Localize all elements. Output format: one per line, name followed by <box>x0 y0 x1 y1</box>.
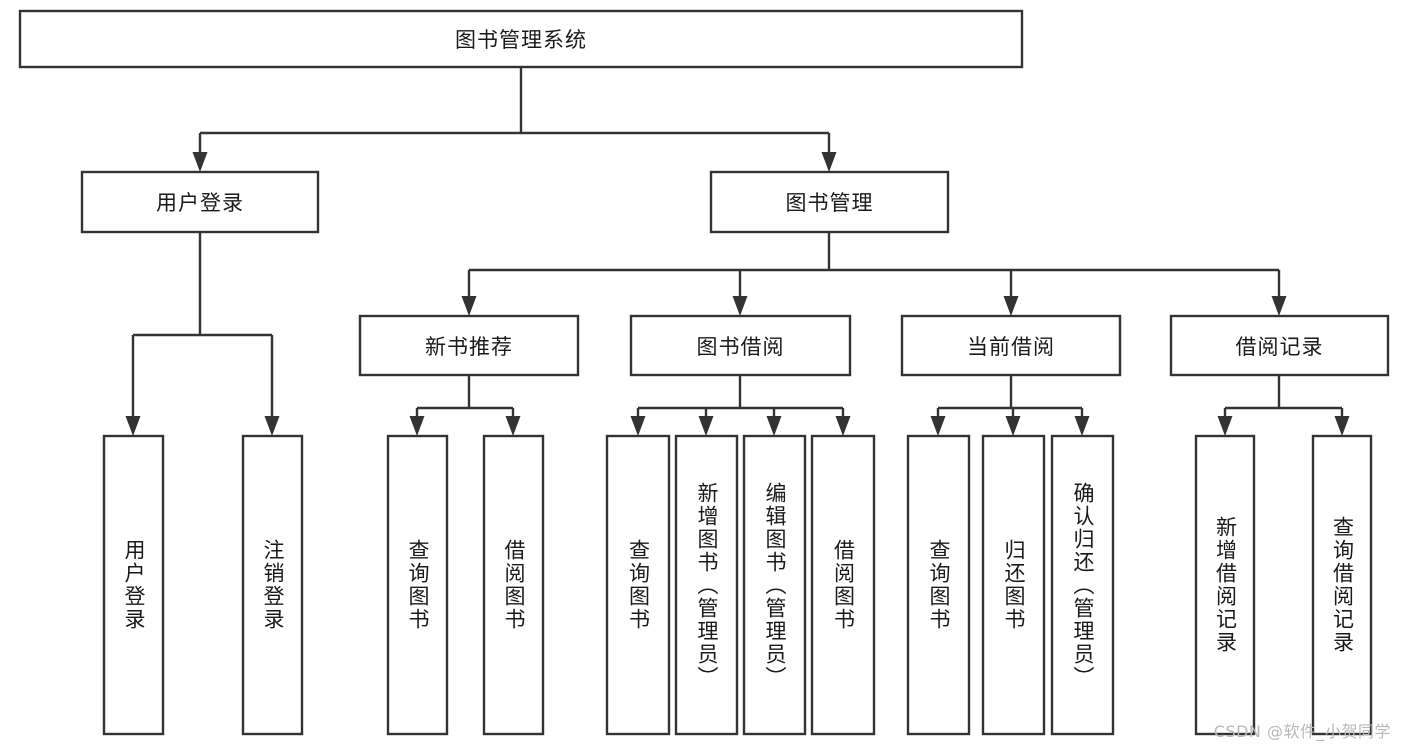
edge-borrow-group-arrow-3 <box>835 416 851 436</box>
edge-userlogin-group-arrow-1 <box>264 416 280 436</box>
node-box-leaf-edit-book[interactable] <box>742 434 807 736</box>
edge-current-group-arrow-2 <box>1074 416 1090 436</box>
edge-borrow-group-arrow-2 <box>766 416 782 436</box>
node-box-leaf-query-record[interactable] <box>1311 434 1373 736</box>
node-box-leaf-query-book-3[interactable] <box>906 434 971 736</box>
edge-current-group-arrow-0 <box>930 416 946 436</box>
edge-record-group-arrow-0 <box>1217 416 1233 436</box>
node-box-leaf-logout[interactable] <box>241 434 304 736</box>
node-box-current-borrow[interactable] <box>900 314 1122 377</box>
edge-borrow-group <box>630 375 851 436</box>
node-box-user-login[interactable] <box>80 170 320 234</box>
node-box-borrow-record[interactable] <box>1169 314 1390 377</box>
edge-root-group-arrow-0 <box>192 152 208 172</box>
edge-bookmanage-group-arrow-2 <box>1003 296 1019 316</box>
node-box-leaf-query-book-1[interactable] <box>386 434 449 736</box>
edge-borrow-group-arrow-0 <box>630 416 646 436</box>
edge-record-group <box>1217 375 1350 436</box>
watermark-text: CSDN @软件_小贺同学 <box>1213 722 1391 741</box>
edge-recommend-group <box>409 375 521 436</box>
node-box-leaf-add-book[interactable] <box>674 434 739 736</box>
node-box-leaf-query-book-2[interactable] <box>605 434 671 736</box>
node-box-book-manage[interactable] <box>709 170 950 234</box>
node-box-book-borrow[interactable] <box>629 314 852 377</box>
node-box-leaf-borrow-book-2[interactable] <box>810 434 876 736</box>
edge-recommend-group-arrow-0 <box>409 416 425 436</box>
edge-current-group-arrow-1 <box>1005 416 1021 436</box>
edge-bookmanage-group-arrow-0 <box>461 296 477 316</box>
edge-borrow-group-arrow-1 <box>698 416 714 436</box>
node-box-new-book-recommend[interactable] <box>358 314 580 377</box>
edge-root-group <box>192 67 837 172</box>
node-box-leaf-confirm-return[interactable] <box>1050 434 1115 736</box>
edge-bookmanage-group-arrow-1 <box>732 296 748 316</box>
edge-bookmanage-group-arrow-3 <box>1271 296 1287 316</box>
edge-bookmanage-group <box>461 232 1287 316</box>
edge-root-group-arrow-1 <box>821 152 837 172</box>
edge-record-group-arrow-1 <box>1334 416 1350 436</box>
edge-recommend-group-arrow-1 <box>505 416 521 436</box>
connector-layer <box>125 67 1350 436</box>
node-box-leaf-return-book[interactable] <box>981 434 1046 736</box>
edge-userlogin-group <box>125 232 280 436</box>
node-box-root[interactable] <box>18 9 1024 69</box>
edge-userlogin-group-arrow-0 <box>125 416 141 436</box>
node-box-leaf-add-record[interactable] <box>1194 434 1256 736</box>
node-box-leaf-user-login[interactable] <box>102 434 165 736</box>
edge-current-group <box>930 375 1090 436</box>
node-box-layer <box>18 9 1390 736</box>
node-box-leaf-borrow-book-1[interactable] <box>482 434 545 736</box>
